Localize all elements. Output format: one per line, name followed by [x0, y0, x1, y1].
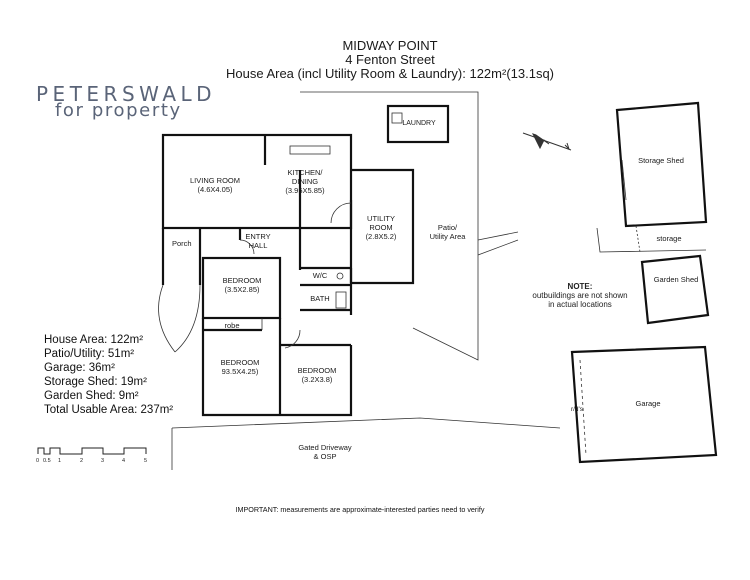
garden-shed-label: Garden Shed [653, 275, 699, 284]
driveway-label-2: & OSP [313, 452, 337, 461]
north-arrow-icon [522, 132, 572, 151]
porch-label: Porch [172, 239, 192, 248]
storage-shed-label: Storage Shed [638, 156, 684, 165]
area-house: House Area: 122m² [44, 334, 144, 346]
living-room-size: (4.6X4.05) [197, 185, 233, 194]
scale-tick-3: 3 [101, 458, 105, 464]
bedroom2-label: BEDROOM [220, 358, 260, 367]
laundry-label: LAUNDRY [402, 120, 436, 127]
storage-label: storage [656, 234, 682, 243]
garage-label: Garage [635, 399, 661, 408]
suburb-title: MIDWAY POINT [342, 38, 438, 53]
storage-shed-walls [615, 101, 708, 228]
area-summary: House Area: 122m² Patio/Utility: 51m² Ga… [44, 333, 173, 417]
scale-tick-5: 5 [144, 458, 148, 464]
utility-size: (2.8X5.2) [365, 232, 397, 241]
roller-doors-label: r/d's [570, 406, 584, 413]
area-patio: Patio/Utility: 51m² [44, 348, 135, 360]
bedroom2-size: 93.5X4.25) [221, 367, 259, 376]
area-storage-shed: Storage Shed: 19m² [44, 376, 147, 388]
scale-tick-1: 1 [58, 458, 62, 464]
scale-tick-0-5: 0.5 [43, 458, 51, 464]
house-area-title: House Area (incl Utility Room & Laundry)… [225, 66, 555, 81]
outbuildings-note: NOTE: outbuildings are not shown in actu… [505, 282, 655, 309]
brand-name: PETERSWALD [36, 82, 217, 106]
garden-shed-walls [640, 254, 710, 325]
kitchen-label-2: DINING [291, 177, 319, 186]
living-room-label: LIVING ROOM [189, 176, 240, 185]
wc-label: W/C [312, 271, 328, 280]
bath-label: BATH [310, 294, 330, 303]
patio-label: Patio/ [437, 223, 458, 232]
scale-tick-4: 4 [122, 458, 126, 464]
patio-label-2: Utility Area [429, 232, 466, 241]
brand-tagline: for property [55, 100, 182, 121]
bedroom1-label: BEDROOM [222, 276, 262, 285]
entry-label-2: HALL [248, 241, 268, 250]
address-title: 4 Fenton Street [345, 52, 435, 67]
kitchen-size: (3.95X5.85) [285, 186, 325, 195]
area-garden-shed: Garden Shed: 9m² [44, 390, 139, 402]
living-kitchen-walls [161, 133, 353, 230]
area-garage: Garage: 36m² [44, 362, 115, 374]
note-line2: in actual locations [548, 300, 612, 309]
note-heading: NOTE: [567, 282, 593, 291]
bedroom3-label: BEDROOM [297, 366, 337, 375]
important-disclaimer: IMPORTANT: measurements are approximate-… [235, 505, 485, 514]
robe-label: robe [224, 321, 240, 330]
utility-label-2: ROOM [369, 223, 393, 232]
note-line1: outbuildings are not shown [532, 291, 628, 300]
kitchen-label: KITCHEN/ [287, 168, 323, 177]
laundry-walls [386, 104, 450, 144]
area-total: Total Usable Area: 237m² [44, 404, 174, 416]
scale-tick-0: 0 [36, 458, 40, 464]
scale-bar [37, 447, 147, 455]
bedroom3-size: (3.2X3.8) [301, 375, 333, 384]
bedroom1-size: (3.5X2.85) [224, 285, 260, 294]
bedroom1-walls [201, 256, 282, 320]
driveway-label: Gated Driveway [298, 443, 352, 452]
utility-label: UTILITY [367, 214, 395, 223]
garage-walls [570, 345, 718, 464]
entry-label: ENTRY [245, 232, 271, 241]
scale-tick-2: 2 [80, 458, 84, 464]
